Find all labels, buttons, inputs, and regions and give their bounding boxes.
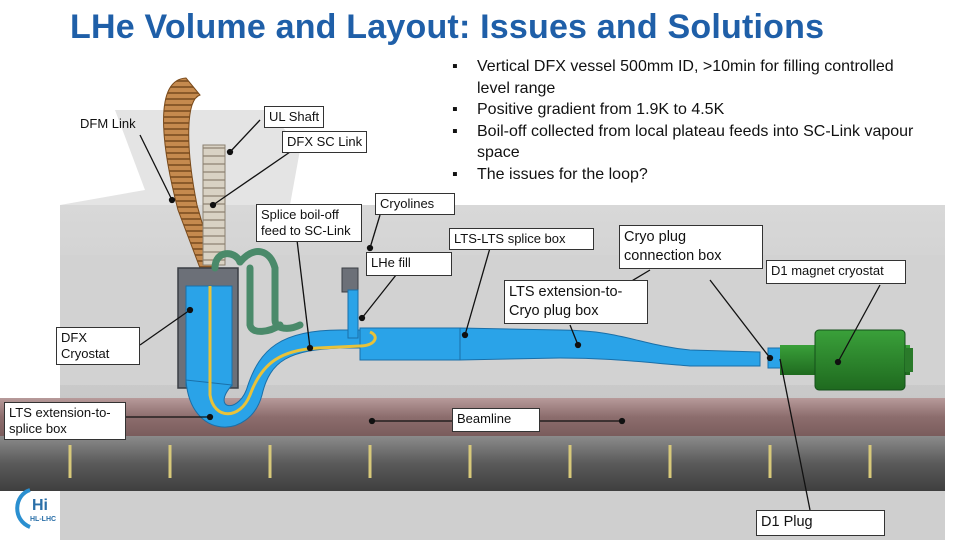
label-ul-shaft: UL Shaft	[264, 106, 325, 128]
label-lhe-fill: LHe fill	[366, 252, 452, 276]
conductor-line	[208, 286, 377, 416]
label-splice-boiloff: Splice boil-off feed to SC-Link	[256, 204, 362, 242]
bullet-item: The issues for the loop?	[450, 164, 930, 186]
label-lts-ext-splice: LTS extension-to-splice box	[4, 402, 126, 440]
label-beamline: Beamline	[452, 408, 540, 432]
hl-lhc-logo: Hi HL-LHC	[15, 488, 56, 529]
label-dfx-cryostat-text: DFX Cryostat	[61, 330, 110, 361]
label-dfx-cryostat: DFX Cryostat	[56, 327, 140, 365]
label-lts-lts-splice: LTS-LTS splice box	[449, 228, 594, 250]
label-cryolines: Cryolines	[375, 193, 455, 215]
bullet-item: Vertical DFX vessel 500mm ID, >10min for…	[450, 56, 930, 99]
lower-pipe	[0, 436, 945, 491]
bullet-list: Vertical DFX vessel 500mm ID, >10min for…	[450, 56, 930, 186]
label-cryo-plug-box-text: Cryo plug connection box	[624, 229, 722, 264]
label-lts-ext-cryo: LTS extension-to-Cryo plug box	[504, 280, 648, 324]
bullet-item: Boil-off collected from local plateau fe…	[450, 121, 930, 164]
d1-magnet	[780, 329, 913, 391]
label-d1-plug: D1 Plug	[756, 510, 885, 536]
label-lts-ext-splice-text: LTS extension-to-splice box	[9, 405, 111, 436]
label-cryo-plug-box: Cryo plug connection box	[619, 225, 763, 269]
label-dfm-link: DFM Link	[80, 116, 136, 131]
lhe-fill-stub	[341, 267, 359, 293]
pipe-supports	[68, 445, 872, 478]
label-d1-magnet: D1 magnet cryostat	[766, 260, 906, 284]
page-title: LHe Volume and Layout: Issues and Soluti…	[70, 8, 825, 46]
svg-text:Hi: Hi	[32, 497, 48, 514]
bullet-item: Positive gradient from 1.9K to 4.5K	[450, 99, 930, 121]
label-dfx-sc-link: DFX SC Link	[282, 131, 368, 153]
logo-text: HL-LHC	[30, 516, 56, 523]
label-lts-ext-cryo-text: LTS extension-to-Cryo plug box	[509, 284, 623, 319]
leader-lines	[126, 119, 881, 511]
label-splice-boiloff-text: Splice boil-off feed to SC-Link	[261, 207, 351, 238]
splice-feed-pipes	[211, 248, 304, 335]
